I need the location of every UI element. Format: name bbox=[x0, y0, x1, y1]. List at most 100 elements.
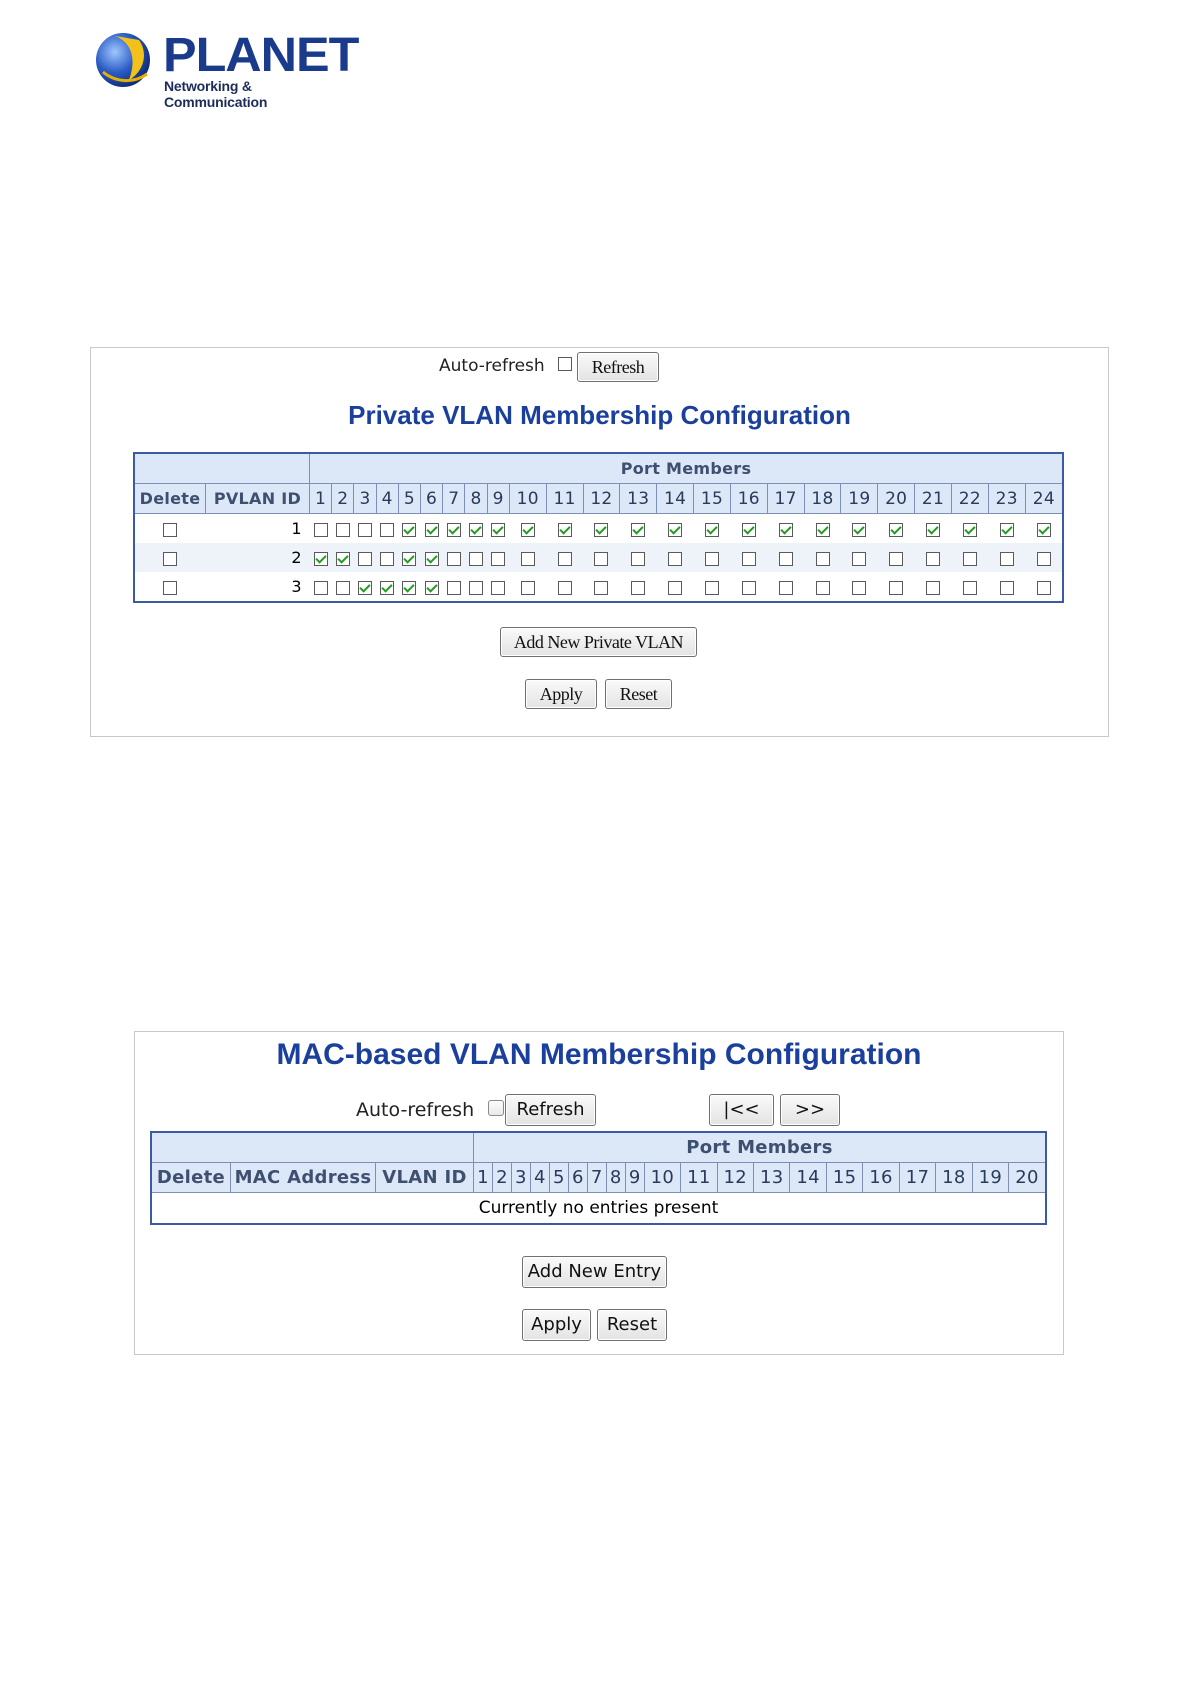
port-member-checkbox[interactable] bbox=[704, 580, 719, 595]
port-member-checkbox[interactable] bbox=[469, 522, 484, 537]
port-member-checkbox[interactable] bbox=[704, 522, 719, 537]
add-private-vlan-button[interactable]: Add New Private VLAN bbox=[500, 627, 697, 657]
port-member-checkbox[interactable] bbox=[358, 522, 372, 537]
port-member-checkbox[interactable] bbox=[631, 551, 646, 566]
port-member-checkbox[interactable] bbox=[631, 522, 646, 537]
port-member-cell bbox=[310, 572, 332, 602]
port-member-checkbox[interactable] bbox=[962, 580, 977, 595]
port-member-checkbox[interactable] bbox=[815, 522, 830, 537]
port-member-checkbox[interactable] bbox=[402, 580, 417, 595]
port-member-checkbox[interactable] bbox=[631, 580, 646, 595]
port-member-checkbox[interactable] bbox=[741, 580, 756, 595]
port-member-checkbox[interactable] bbox=[402, 522, 417, 537]
delete-cell bbox=[134, 543, 206, 572]
port-member-checkbox[interactable] bbox=[424, 551, 439, 566]
port-member-checkbox[interactable] bbox=[520, 551, 535, 566]
port-member-checkbox[interactable] bbox=[999, 580, 1014, 595]
port-member-checkbox[interactable] bbox=[778, 522, 793, 537]
port-member-checkbox[interactable] bbox=[469, 551, 484, 566]
port-member-checkbox[interactable] bbox=[926, 580, 941, 595]
mac-apply-button[interactable]: Apply bbox=[522, 1309, 591, 1341]
port-member-checkbox[interactable] bbox=[1036, 522, 1051, 537]
delete-checkbox[interactable] bbox=[163, 522, 178, 537]
port-member-checkbox[interactable] bbox=[313, 580, 328, 595]
port-member-checkbox[interactable] bbox=[335, 580, 350, 595]
port-member-checkbox[interactable] bbox=[557, 580, 572, 595]
port-member-checkbox[interactable] bbox=[491, 551, 506, 566]
port-member-checkbox[interactable] bbox=[852, 551, 867, 566]
port-member-checkbox[interactable] bbox=[446, 580, 461, 595]
port-member-checkbox[interactable] bbox=[815, 551, 830, 566]
port-member-checkbox[interactable] bbox=[402, 551, 417, 566]
port-member-cell bbox=[546, 543, 584, 572]
port-member-checkbox[interactable] bbox=[424, 580, 439, 595]
port-member-checkbox[interactable] bbox=[778, 580, 793, 595]
apply-button[interactable]: Apply bbox=[525, 679, 597, 709]
port-member-checkbox[interactable] bbox=[335, 551, 350, 566]
port-member-checkbox[interactable] bbox=[594, 522, 609, 537]
next-page-button[interactable]: >> bbox=[780, 1094, 840, 1126]
port-member-checkbox[interactable] bbox=[380, 522, 395, 537]
port-header: 6 bbox=[420, 483, 444, 514]
mac-reset-button[interactable]: Reset bbox=[597, 1309, 667, 1341]
port-member-checkbox[interactable] bbox=[520, 522, 535, 537]
port-member-checkbox[interactable] bbox=[778, 551, 793, 566]
port-member-checkbox[interactable] bbox=[962, 522, 977, 537]
first-page-button[interactable]: |<< bbox=[709, 1094, 774, 1126]
port-member-checkbox[interactable] bbox=[313, 522, 328, 537]
port-member-cell bbox=[915, 514, 952, 544]
port-member-checkbox[interactable] bbox=[491, 522, 506, 537]
port-member-checkbox[interactable] bbox=[852, 580, 867, 595]
port-member-checkbox[interactable] bbox=[852, 522, 867, 537]
add-new-entry-button[interactable]: Add New Entry bbox=[522, 1256, 667, 1288]
port-member-checkbox[interactable] bbox=[358, 551, 372, 566]
port-member-checkbox[interactable] bbox=[313, 551, 328, 566]
port-member-cell bbox=[767, 514, 804, 544]
port-member-checkbox[interactable] bbox=[668, 551, 683, 566]
port-member-checkbox[interactable] bbox=[889, 551, 904, 566]
delete-checkbox[interactable] bbox=[163, 551, 178, 566]
port-member-checkbox[interactable] bbox=[520, 580, 535, 595]
port-member-checkbox[interactable] bbox=[446, 522, 461, 537]
port-member-checkbox[interactable] bbox=[962, 551, 977, 566]
port-member-checkbox[interactable] bbox=[815, 580, 830, 595]
port-member-cell bbox=[951, 514, 988, 544]
table-row: 3 bbox=[134, 572, 1063, 602]
port-member-cell bbox=[376, 514, 398, 544]
port-member-checkbox[interactable] bbox=[926, 551, 941, 566]
port-member-checkbox[interactable] bbox=[380, 580, 395, 595]
port-member-checkbox[interactable] bbox=[380, 551, 395, 566]
port-member-checkbox[interactable] bbox=[446, 551, 461, 566]
mac-refresh-button[interactable]: Refresh bbox=[505, 1094, 596, 1126]
port-member-checkbox[interactable] bbox=[704, 551, 719, 566]
port-member-checkbox[interactable] bbox=[889, 522, 904, 537]
port-member-checkbox[interactable] bbox=[424, 522, 439, 537]
port-member-checkbox[interactable] bbox=[1036, 580, 1051, 595]
delete-checkbox[interactable] bbox=[163, 580, 178, 595]
port-member-checkbox[interactable] bbox=[594, 580, 609, 595]
reset-button[interactable]: Reset bbox=[605, 679, 672, 709]
port-member-checkbox[interactable] bbox=[594, 551, 609, 566]
port-member-checkbox[interactable] bbox=[889, 580, 904, 595]
port-member-cell bbox=[465, 572, 487, 602]
port-member-checkbox[interactable] bbox=[741, 522, 756, 537]
port-member-checkbox[interactable] bbox=[926, 522, 941, 537]
port-member-checkbox[interactable] bbox=[335, 522, 350, 537]
port-member-checkbox[interactable] bbox=[1036, 551, 1051, 566]
header-spacer bbox=[133, 452, 310, 484]
port-member-cell bbox=[767, 543, 805, 572]
port-member-checkbox[interactable] bbox=[557, 551, 572, 566]
port-member-checkbox[interactable] bbox=[999, 522, 1014, 537]
port-member-checkbox[interactable] bbox=[668, 522, 683, 537]
port-member-checkbox[interactable] bbox=[469, 580, 484, 595]
mac-auto-refresh-checkbox[interactable] bbox=[488, 1099, 505, 1116]
port-member-checkbox[interactable] bbox=[668, 580, 683, 595]
port-member-checkbox[interactable] bbox=[491, 580, 506, 595]
refresh-button[interactable]: Refresh bbox=[577, 352, 659, 382]
port-member-checkbox[interactable] bbox=[741, 551, 756, 566]
port-member-cell bbox=[465, 514, 487, 544]
port-member-checkbox[interactable] bbox=[557, 522, 572, 537]
port-member-checkbox[interactable] bbox=[358, 580, 372, 595]
port-member-checkbox[interactable] bbox=[999, 551, 1014, 566]
auto-refresh-checkbox[interactable] bbox=[558, 357, 573, 371]
